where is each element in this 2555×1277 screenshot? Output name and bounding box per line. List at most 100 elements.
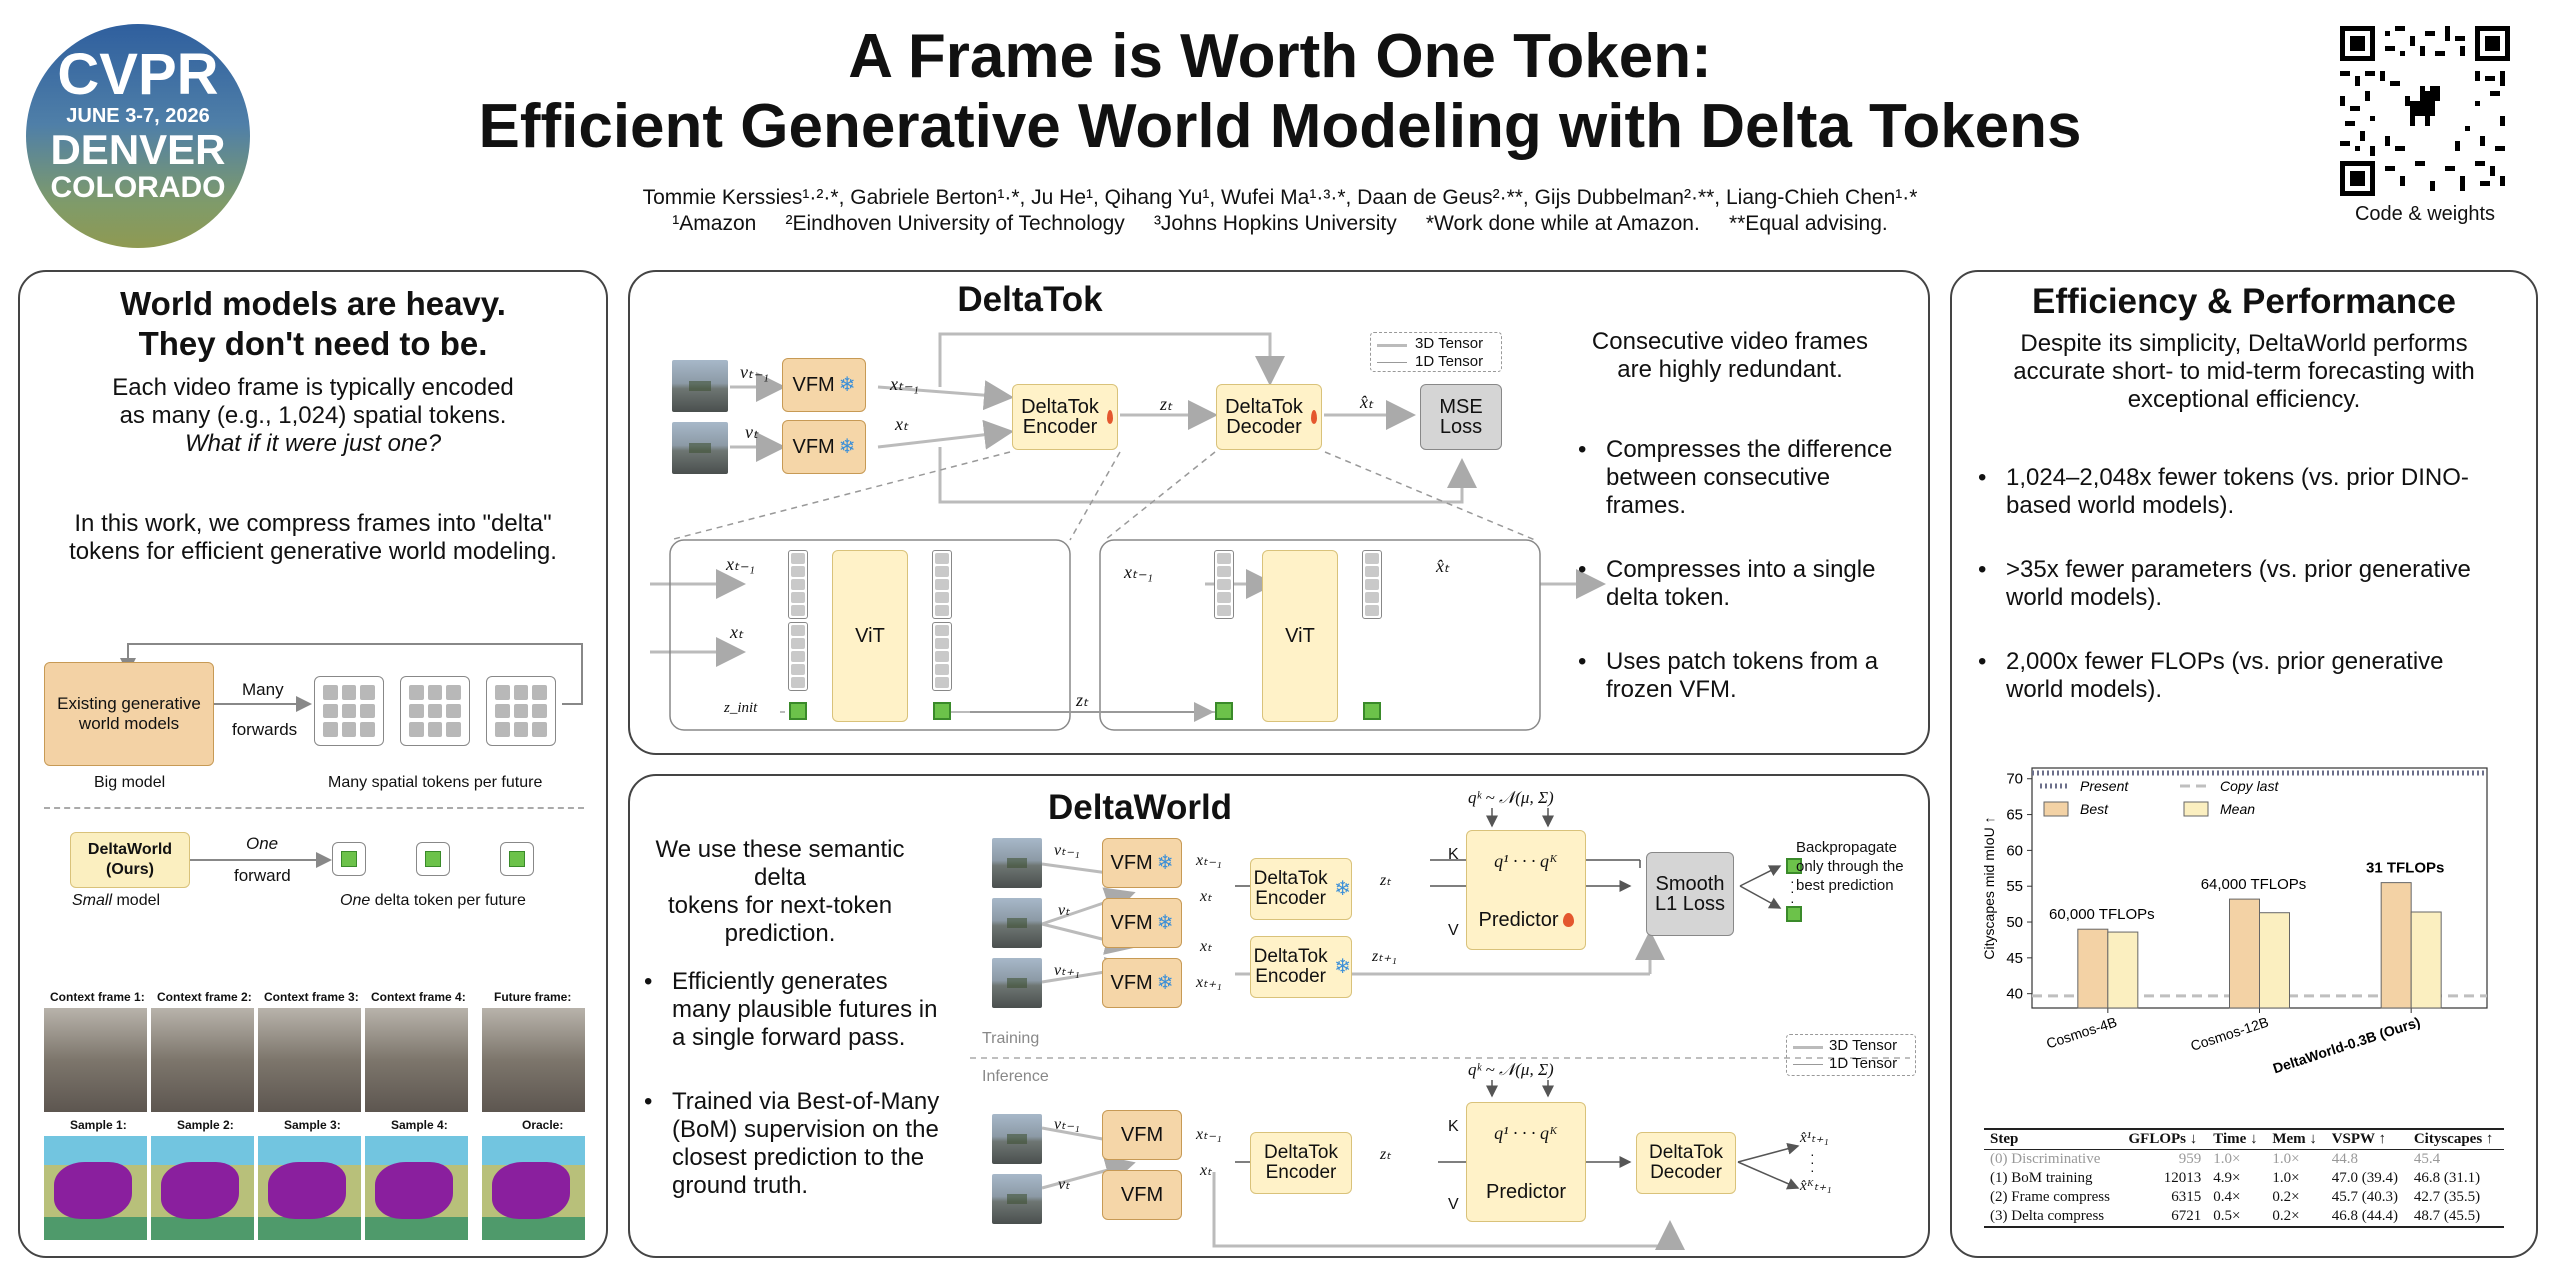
dw-vfm-label-3: VFM [1110,972,1153,994]
table-cell: (2) Frame compress [1990,1189,2110,1205]
panel-motivation: World models are heavy. They don't need … [18,270,608,1258]
fire-icon [1311,410,1317,424]
predictor-text: Predictor [1478,908,1559,931]
inf-label-xt: xₜ [1200,1162,1212,1179]
deltaworld-title: DeltaWorld [1047,788,1233,827]
one-delta-caption: One delta token per future [340,892,526,910]
dw-encoder-box-2: DeltaTok Encoder ❄ [1250,936,1352,998]
label-xt1: xₜ₋₁ [890,374,920,394]
efficiency-bullet-3: 2,000x fewer FLOPs (vs. prior generative… [1978,648,2498,704]
small-word: Small [72,892,113,909]
qr-code[interactable]: Code & weights [2340,26,2510,225]
small-model-rest: model [112,892,161,909]
efficiency-bullet-1: 1,024–2,048x fewer tokens (vs. prior DIN… [1978,464,2498,520]
legend-swatch-best [2043,801,2069,817]
existing-model-arrows [120,643,583,712]
bar-annotation: 64,000 TFLOPs [2201,876,2307,893]
deltaworld-arrow [190,852,332,868]
snowflake-icon: ❄ [1156,972,1174,994]
y-axis-label: Cityscapes mid mIoU ↑ [1981,816,1997,959]
inf-decoder-box: DeltaTok Decoder [1636,1132,1736,1194]
table-cell: (1) BoM training [1990,1170,2093,1186]
table-cell: 48.7 (45.5) [2413,1208,2481,1224]
y-tick-label: 55 [2006,878,2023,895]
many-spatial-caption: Many spatial tokens per future [328,774,543,791]
dw-legend-3d-tensor: 3D Tensor [1829,1037,1898,1054]
deltatok-bullet-3: Uses patch tokens from a frozen VFM. [1578,648,1898,704]
sample-2-segmentation [151,1136,254,1240]
table-cell: 1.0× [2272,1170,2300,1186]
motivation-p2-line-2: tokens for efficient generative world mo… [69,538,557,565]
table-cell: 45.4 [2413,1151,2441,1167]
table-cell: 0.2× [2272,1208,2300,1224]
deltaworld-bullet-1: Efficiently generates many plausible fut… [644,968,944,1052]
sample-2-label: Sample 2: [177,1118,234,1132]
label-xt: xₜ [895,414,909,434]
table-cell: 47.0 (39.4) [2331,1170,2398,1186]
efficiency-intro: Despite its simplicity, DeltaWorld perfo… [1952,330,2536,414]
dw-encoder-label-2: DeltaTok Encoder [1253,946,1328,987]
sample-1-label: Sample 1: [70,1118,127,1132]
token-column-enc-out-2 [932,622,952,691]
motivation-paragraph-1: Each video frame is typically encoded as… [20,374,606,458]
context-frame-3-label: Context frame 3: [264,990,359,1004]
panel-efficiency: Efficiency & Performance Despite its sim… [1950,270,2538,1258]
small-model-caption: Small model [72,892,160,910]
table-cell: 0.4× [2213,1189,2241,1205]
sample-1-segmentation [44,1136,147,1240]
dw-label-zt: zₜ [1380,872,1391,889]
table-header-mem: Mem ↓ [2266,1128,2326,1150]
future-frame-image [482,1008,585,1112]
table-cell: 0.2× [2272,1189,2300,1205]
dw-k-label: K [1448,846,1459,863]
dw-frame-t-minus-1 [992,838,1042,888]
vit-encoder-box: ViT [832,550,908,722]
dw-label-vt: vₜ [1058,902,1070,919]
legend-3d-tensor: 3D Tensor [1415,335,1484,352]
motivation-p2-line-1: In this work, we compress frames into "d… [74,510,552,537]
context-frame-1-image [44,1008,147,1112]
dec-z-token [1215,702,1233,720]
deltaworld-bullet-2: Trained via Best-of-Many (BoM) supervisi… [644,1088,944,1200]
x-tick-label: DeltaWorld-0.3B (Ours) [2271,1014,2422,1077]
dw-label-xt1: xₜ₋₁ [1196,852,1222,869]
table-cell: 44.8 [2331,1151,2358,1167]
dw-vfm-box-3: VFM❄ [1102,958,1182,1008]
inf-label-vt1: vₜ₋₁ [1054,1116,1080,1133]
inf-label-zt: zₜ [1380,1146,1391,1163]
snowflake-icon: ❄ [1156,912,1174,934]
table-cell: 6721 [2171,1208,2202,1224]
snowflake-icon: ❄ [1334,956,1351,978]
deltatok-bullets: Compresses the difference between consec… [1578,436,1898,740]
inf-encoder-box: DeltaTok Encoder [1250,1132,1352,1194]
context-frame-4-label: Context frame 4: [371,990,466,1004]
table-cell: 0.5× [2213,1208,2241,1224]
legend-label-mean: Mean [2220,801,2255,817]
dw-frame-t-plus-1 [992,958,1042,1008]
frame-labels-row: Context frame 1: Context frame 2: Contex… [44,990,604,1010]
smooth-l1-loss-box: Smooth L1 Loss [1646,852,1734,936]
table-header-vspw: VSPW ↑ [2325,1128,2408,1150]
inf-vfm-box-1: VFM [1102,1110,1182,1160]
sample-labels-row: Sample 1: Sample 2: Sample 3: Sample 4: … [44,1118,604,1138]
table-row: (1) BoM training 12013 4.9× 1.0× 47.0 (39.4)… [1984,1169,2504,1188]
table-cell: 46.8 (44.4) [2331,1208,2398,1224]
dw-vfm-label-2: VFM [1110,912,1153,934]
inf-label-vt: vₜ [1058,1176,1070,1193]
enc-label-zt: zₜ [1076,690,1089,710]
motivation-paragraph-2: In this work, we compress frames into "d… [20,510,606,566]
table-cell: 4.9× [2213,1170,2241,1186]
frame-t [672,422,728,474]
mse-loss-box: MSE Loss [1420,384,1502,450]
deltatok-bullet-2: Compresses into a single delta token. [1578,556,1898,612]
deltaworld-box-line-2: (Ours) [106,861,154,878]
one-label: One [246,834,279,853]
table-cell: 12013 [2163,1170,2202,1186]
inference-label: Inference [982,1068,1049,1085]
token-column-dec-out [1362,550,1382,619]
dw-legend-1d-tensor: 1D Tensor [1829,1055,1898,1072]
vfm-label-2: VFM [792,436,835,458]
label-vt: vₜ [745,422,759,442]
snowflake-icon: ❄ [1334,878,1351,900]
